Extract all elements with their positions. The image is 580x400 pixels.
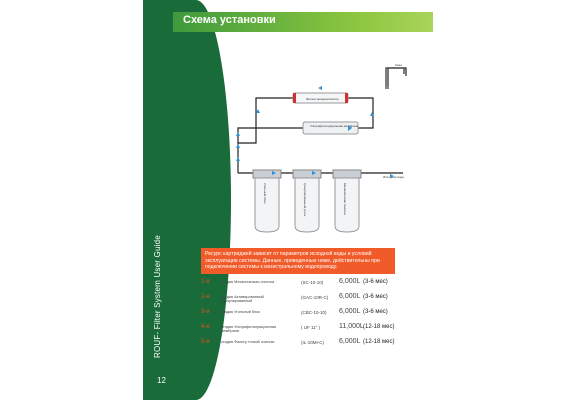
stage-code: (CBC-10-10) xyxy=(301,310,327,315)
svg-text:Ультрафильтрационная мембрана: Ультрафильтрационная мембрана xyxy=(310,124,358,128)
filter-housing-3 xyxy=(332,169,362,233)
stage-description: стадия Ультрафильтрационная мембрана xyxy=(221,325,277,334)
stage-description: стадия Фильтр тонкой очистки xyxy=(221,340,275,344)
page-title: Схема установки xyxy=(183,14,276,26)
filter-housing-2 xyxy=(292,169,322,233)
stage-number: 1-я xyxy=(201,279,210,285)
resource-notice: Ресурс картриджей зависит от параметров … xyxy=(201,248,395,274)
stage-row: 4-я стадия Ультрафильтрационная мембрана… xyxy=(201,323,431,335)
stage-period: (3-6 мес) xyxy=(363,309,388,315)
svg-text:Фильтр-минерализатор: Фильтр-минерализатор xyxy=(306,97,339,101)
stage-number: 5-я xyxy=(201,339,210,345)
stage-capacity: 6,000L xyxy=(339,278,361,285)
page-number: 12 xyxy=(157,376,166,385)
svg-text:Исходная вода: Исходная вода xyxy=(383,175,404,179)
stage-code: (IL-10MI-C) xyxy=(301,340,325,345)
svg-text:Угольный блок: Угольный блок xyxy=(263,183,267,204)
sidebar xyxy=(143,0,179,400)
pipes xyxy=(237,67,407,174)
stage-row: 5-я стадия Фильтр тонкой очистки (IL-10M… xyxy=(201,338,431,350)
stage-code: ( UF 11" ) xyxy=(301,325,321,330)
stage-number: 4-я xyxy=(201,324,210,330)
faucet-icon xyxy=(385,67,405,89)
svg-text:Кран: Кран xyxy=(395,63,402,67)
stage-description: стадия Активированный гранулированный xyxy=(221,295,264,304)
stage-period: (12-18 мес) xyxy=(363,324,395,330)
post-filter xyxy=(292,92,349,104)
stage-capacity: 6,000L xyxy=(339,293,361,300)
filter-housing-1 xyxy=(252,169,282,233)
stage-period: (3-6 мес) xyxy=(363,294,388,300)
stage-period: (3-6 мес) xyxy=(363,279,388,285)
stage-row: 1-я стадия Механическая очистка (SC-10-1… xyxy=(201,278,431,290)
stage-description: стадия Угольный блок xyxy=(221,310,260,314)
installation-diagram: Кран Фильтр-минерализатор Ультрафильтрац… xyxy=(236,63,407,233)
header-band xyxy=(173,12,433,32)
flow-arrow-icon xyxy=(236,86,394,178)
stage-description: стадия Механическая очистка xyxy=(221,280,275,284)
guide-title: ROUF- Filter System User Guide xyxy=(153,235,162,358)
membrane-housing xyxy=(302,121,359,135)
svg-text:Механическая очистка: Механическая очистка xyxy=(343,183,347,215)
stage-capacity: 6,000L xyxy=(339,308,361,315)
stage-number: 3-я xyxy=(201,309,210,315)
svg-text:Гранулированный уголь: Гранулированный уголь xyxy=(303,183,307,217)
stage-code: (GAC-10R-C) xyxy=(301,295,329,300)
stage-row: 2-я стадия Активированный гранулированны… xyxy=(201,293,431,305)
stage-capacity: 6,000L xyxy=(339,338,361,345)
stage-period: (12-18 мес) xyxy=(363,339,395,345)
stage-number: 2-я xyxy=(201,294,210,300)
manual-page: ROUF- Filter System User Guide 12 Схема … xyxy=(143,0,433,400)
stage-capacity: 11,000L xyxy=(339,323,364,330)
stage-code: (SC-10-10) xyxy=(301,280,324,285)
stage-row: 3-я стадия Угольный блок (CBC-10-10) 6,0… xyxy=(201,308,431,320)
